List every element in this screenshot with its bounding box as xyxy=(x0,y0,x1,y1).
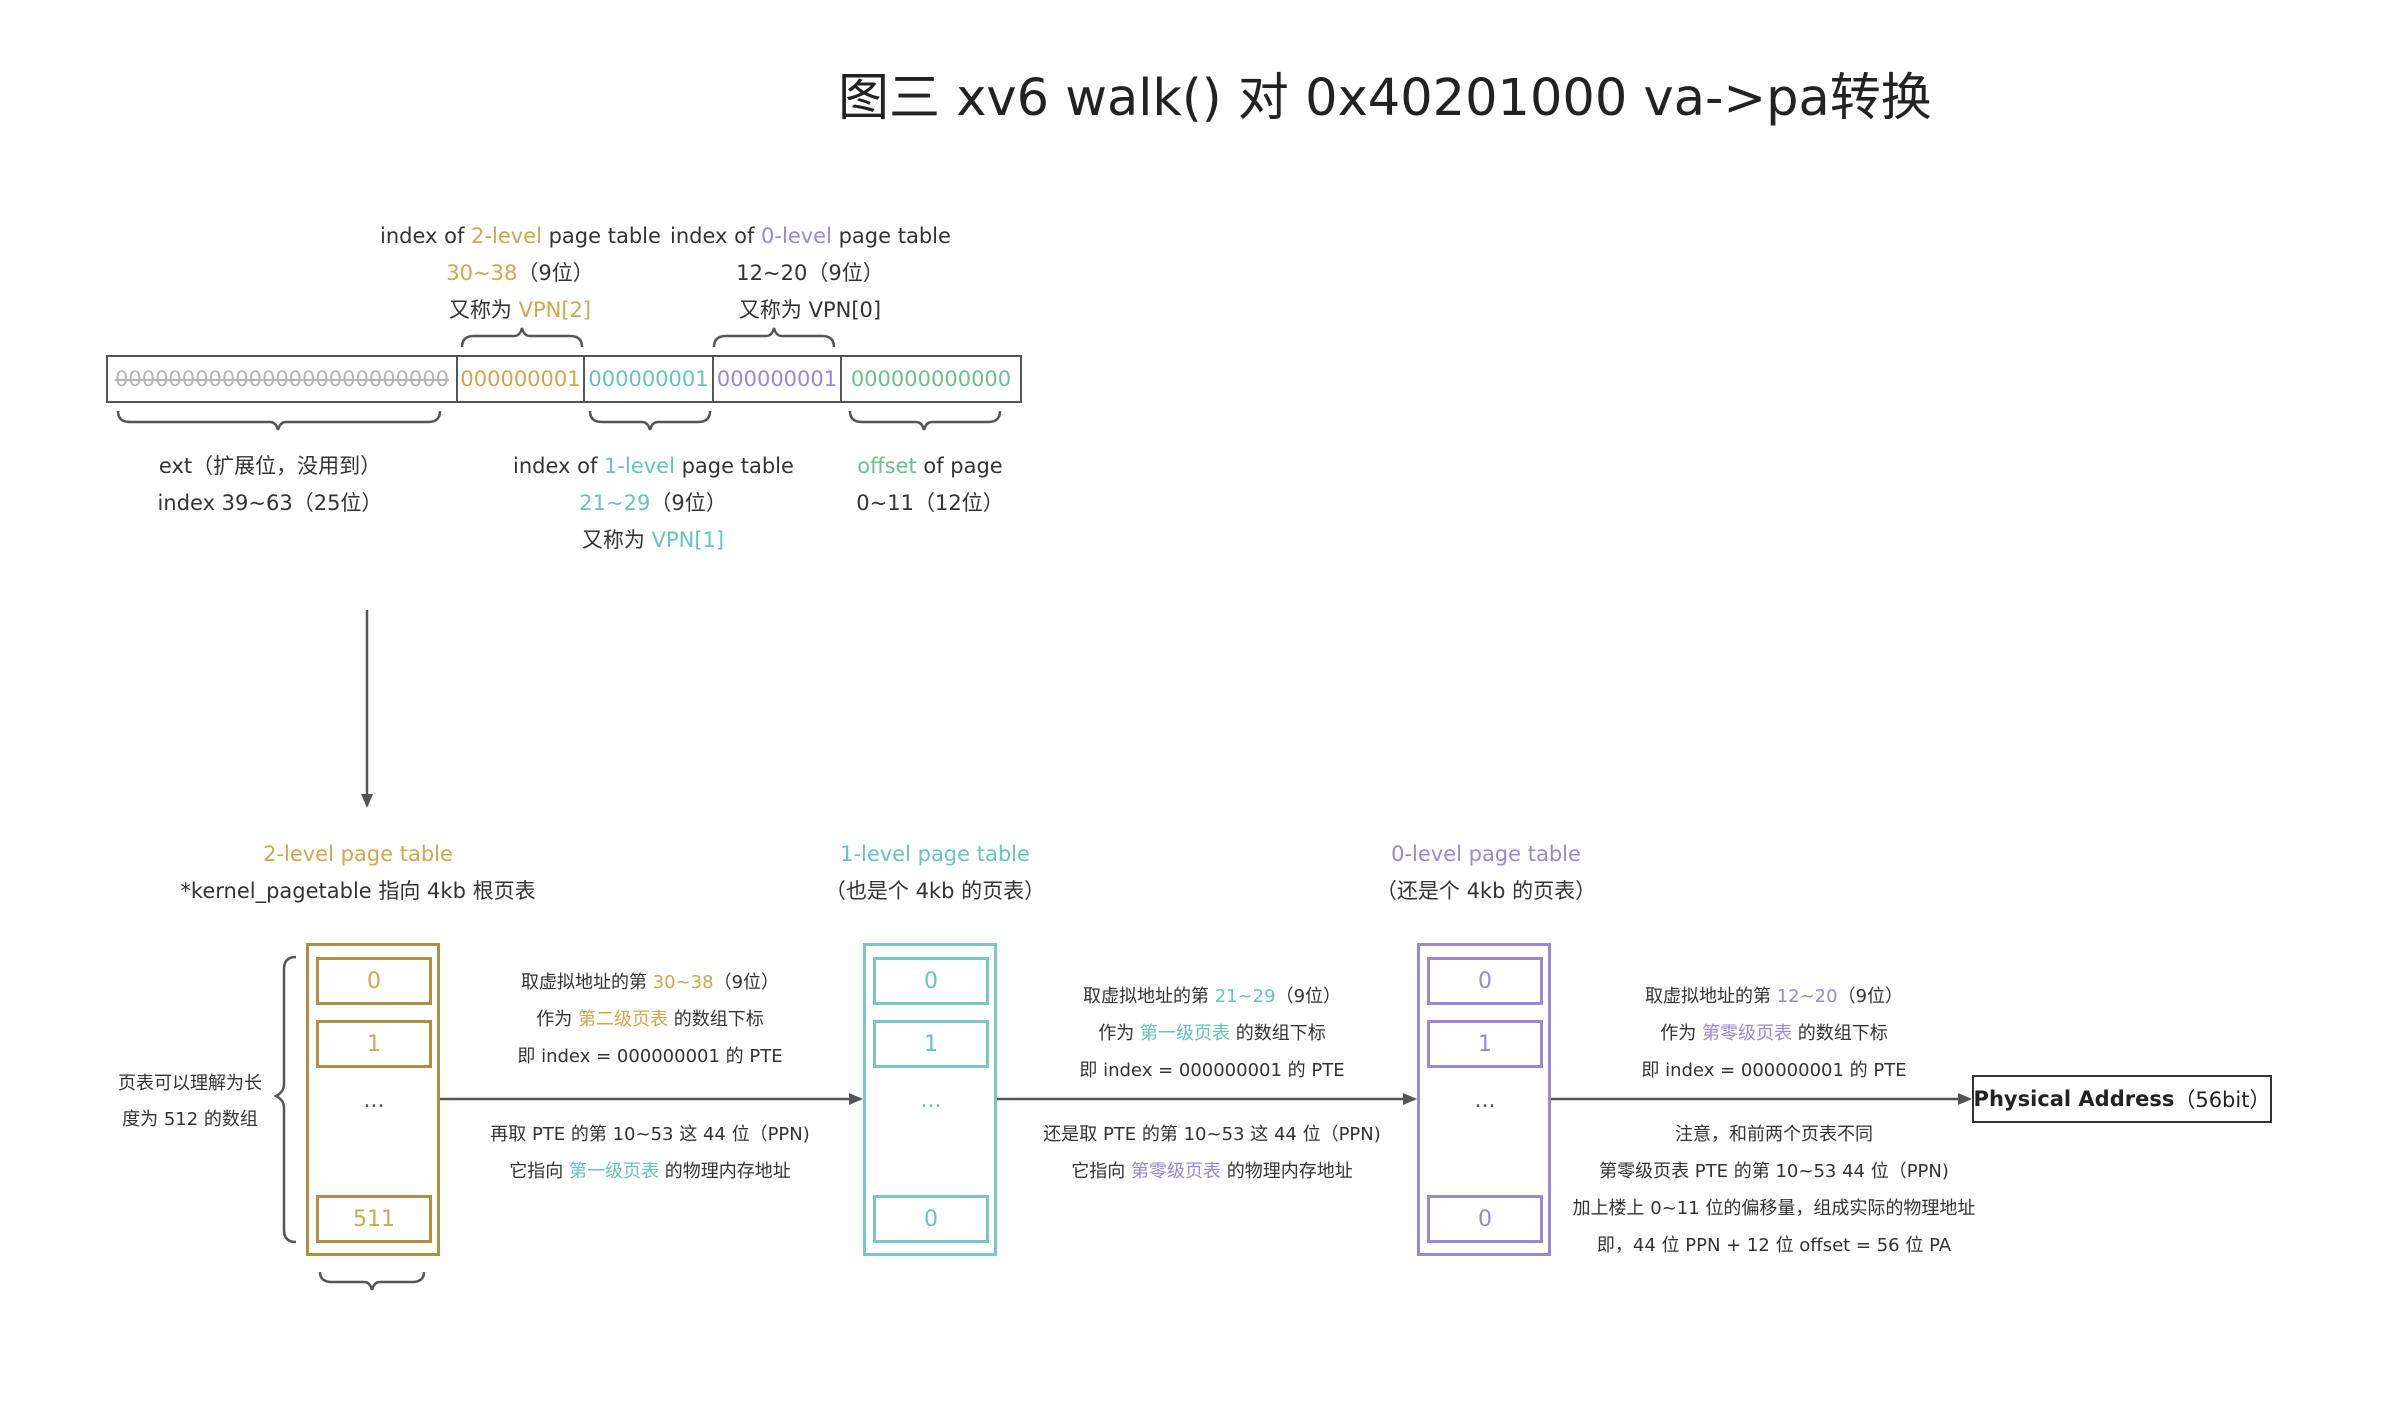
level1-ellipsis: ... xyxy=(920,1088,942,1113)
offset-annotation: offset of page 0~11（12位） xyxy=(856,454,1004,515)
level1-entry-1: 1 xyxy=(873,1020,989,1068)
level0-entry-1: 1 xyxy=(1427,1020,1543,1068)
level2-left-brace xyxy=(273,955,297,1244)
level2-page-table xyxy=(306,943,440,1256)
physical-address-box: Physical Address（56bit） xyxy=(1972,1075,2272,1123)
step3-top-text: 取虚拟地址的第 12~20（9位） 作为 第零级页表 的数组下标 即 index… xyxy=(1641,986,1907,1081)
level2-entry-511: 511 xyxy=(316,1195,432,1243)
vpn0-brace xyxy=(712,327,836,348)
level2-entry-1: 1 xyxy=(316,1020,432,1068)
level2-table-heading: 2-level page table *kernel_pagetable 指向 … xyxy=(180,842,536,903)
vpn0-bits: 000000001 xyxy=(714,357,842,401)
vpn1-brace xyxy=(588,410,712,431)
vpn2-bits: 000000001 xyxy=(458,357,585,401)
offset-brace xyxy=(848,410,1002,431)
ext-brace xyxy=(116,410,442,431)
ext-annotation: ext（扩展位，没用到） index 39~63（25位） xyxy=(157,454,383,515)
vpn1-bits: 000000001 xyxy=(585,357,714,401)
vpn2-brace xyxy=(460,327,584,348)
level0-ellipsis: ... xyxy=(1474,1088,1496,1113)
step2-bottom-text: 还是取 PTE 的第 10~53 这 44 位（PPN) 它指向 第零级页表 的… xyxy=(1043,1124,1381,1182)
level1-entry-0: 0 xyxy=(873,957,989,1005)
step2-top-text: 取虚拟地址的第 21~29（9位） 作为 第一级页表 的数组下标 即 index… xyxy=(1079,986,1345,1081)
offset-bits: 000000000000 xyxy=(850,367,1012,391)
level1-table-heading: 1-level page table （也是个 4kb 的页表） xyxy=(824,842,1046,903)
ext-bits: 0000000000000000000000000 xyxy=(108,357,458,401)
diagram-title: 图三 xv6 walk() 对 0x40201000 va->pa转换 xyxy=(838,69,1932,128)
step3-bottom-text: 注意，和前两个页表不同 第零级页表 PTE 的第 10~53 44 位（PPN)… xyxy=(1572,1124,1976,1256)
level0-table-heading: 0-level page table （还是个 4kb 的页表） xyxy=(1375,842,1597,903)
level0-entry-0: 0 xyxy=(1427,957,1543,1005)
step1-top-text: 取虚拟地址的第 30~38（9位） 作为 第二级页表 的数组下标 即 index… xyxy=(517,972,783,1067)
level1-entry-last: 0 xyxy=(873,1195,989,1243)
step1-bottom-text: 再取 PTE 的第 10~53 这 44 位（PPN) 它指向 第一级页表 的物… xyxy=(490,1124,810,1182)
level0-page-table xyxy=(1417,943,1551,1256)
level2-entry-0: 0 xyxy=(316,957,432,1005)
level2-bottom-brace xyxy=(318,1271,426,1291)
level2-ellipsis: ... xyxy=(363,1088,385,1113)
virtual-address-bar: 0000000000000000000000000 000000001 0000… xyxy=(106,355,1022,403)
level0-entry-last: 0 xyxy=(1427,1195,1543,1243)
vpn2-annotation: index of 2-level page table 30~38（9位） 又称… xyxy=(380,224,661,322)
level1-page-table xyxy=(863,943,997,1256)
vpn1-annotation: index of 1-level page table 21~29（9位） 又称… xyxy=(513,454,794,552)
vpn0-annotation: index of 0-level page table 12~20（9位） 又称… xyxy=(670,224,951,322)
array-note: 页表可以理解为长 度为 512 的数组 xyxy=(118,1073,262,1130)
